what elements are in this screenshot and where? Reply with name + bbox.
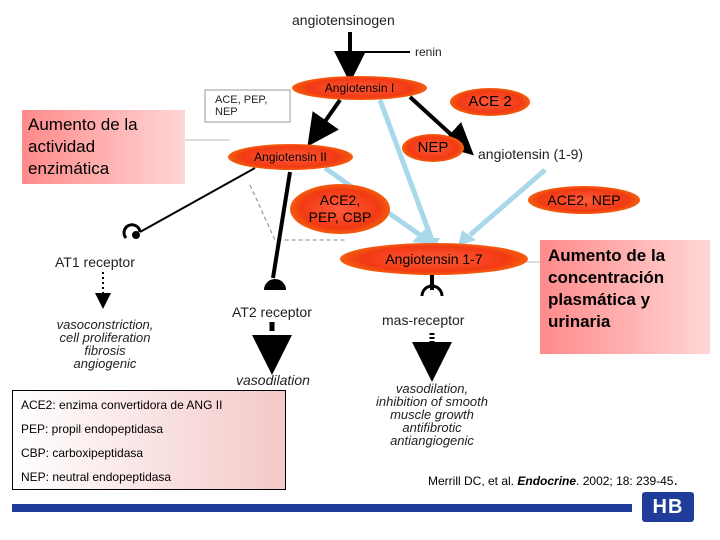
line-ang-ii-to-at1 xyxy=(139,167,256,233)
at2-receptor-label: AT2 receptor xyxy=(232,304,312,320)
angiotensin-1-7-node: Angiotensin 1-7 xyxy=(340,243,528,275)
mas-receptor-symbol xyxy=(420,284,444,297)
concentration-callout: Aumento de la concentración plasmática y… xyxy=(540,240,710,354)
at2-receptor-symbol xyxy=(264,279,286,291)
legend-item: NEP: neutral endopeptidasa xyxy=(21,470,172,484)
ace-box-outline xyxy=(204,89,291,123)
legend-item: PEP: propil endopeptidasa xyxy=(21,422,164,436)
at1-receptor-label: AT1 receptor xyxy=(55,254,135,270)
enzyme-activity-callout: Aumento de la actividad enzimática xyxy=(22,110,185,184)
mas-receptor-label: mas-receptor xyxy=(382,312,465,328)
citation: Merrill DC, et al. Endocrine. 2002; 18: … xyxy=(428,472,678,489)
mas-effects-list: vasodilation, inhibition of smooth muscl… xyxy=(375,381,488,448)
dashed-feedback-line xyxy=(249,184,345,241)
at1-effects-list: vasoconstriction, cell proliferation fib… xyxy=(56,317,154,371)
arrow-ang-i-to-ang-ii xyxy=(307,98,342,147)
blue-arrow-ang-i xyxy=(377,99,435,241)
legend-item: CBP: carboxipeptidasa xyxy=(21,446,144,460)
blue-arrowhead-ang-1-9 xyxy=(458,230,476,246)
ace-pep-nep-label: ACE, PEP, NEP xyxy=(215,94,268,118)
at2-effect-label: vasodilation xyxy=(236,372,310,388)
renin-label: renin xyxy=(415,45,442,59)
angiotensinogen-label: angiotensinogen xyxy=(292,12,395,28)
ace2-top-node: ACE 2 xyxy=(450,88,530,116)
footer-bar xyxy=(12,504,632,512)
line-ang-ii-to-at2 xyxy=(271,171,292,279)
ace2-nep-node: ACE2, NEP xyxy=(528,186,640,214)
angiotensin-i-node: Angiotensin I xyxy=(292,76,427,100)
legend-item: ACE2: enzima convertidora de ANG II xyxy=(21,398,223,412)
nep-node: NEP xyxy=(402,134,464,162)
brand-logo: HB xyxy=(642,492,694,522)
blue-arrowhead-ang-ii xyxy=(412,228,430,244)
at1-receptor-symbol xyxy=(122,223,142,239)
angiotensin-1-9-label: angiotensin (1-9) xyxy=(478,146,584,162)
ace2-pep-cbp-node: ACE2, PEP, CBP xyxy=(290,184,390,234)
angiotensin-ii-node: Angiotensin II xyxy=(228,144,353,170)
abbreviation-legend: ACE2: enzima convertidora de ANG II PEP:… xyxy=(12,390,286,490)
blue-arrow-ang-1-9 xyxy=(468,168,547,237)
